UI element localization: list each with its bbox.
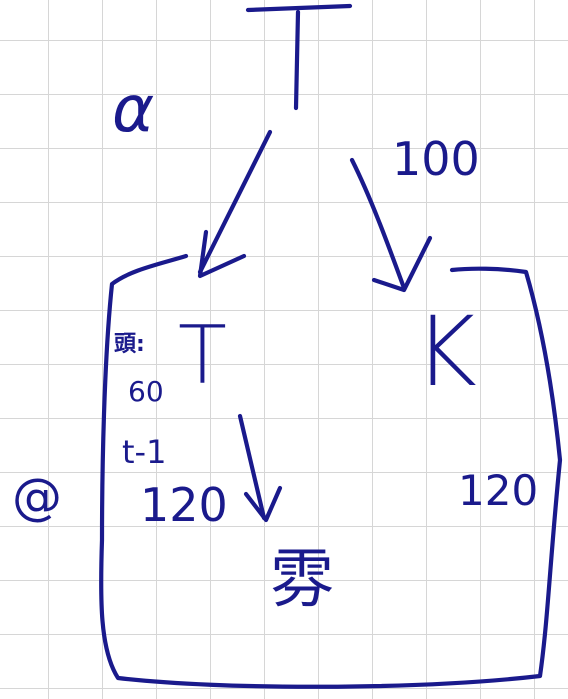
edge-weight-100: 100 xyxy=(392,132,480,186)
top-T-stem xyxy=(293,9,301,111)
arrow-left-head xyxy=(197,229,247,279)
enclosing-box xyxy=(99,253,563,689)
arrow-right-shaft xyxy=(349,157,407,291)
arrow-left-shaft xyxy=(197,129,273,275)
top-T-crossbar xyxy=(245,3,353,13)
small-kanji-note: 頭: xyxy=(114,332,145,357)
value-120-right: 120 xyxy=(458,466,539,515)
kanji-node: 雰 xyxy=(270,543,334,617)
value-120-left: 120 xyxy=(140,478,228,532)
node-K: K xyxy=(414,296,477,408)
arrow-down-head xyxy=(243,485,283,523)
node-inner-T: T xyxy=(178,309,227,402)
at-symbol: @ xyxy=(12,468,62,526)
arrow-right-head xyxy=(371,235,433,293)
arrow-down-shaft xyxy=(237,413,267,521)
alpha-label: α xyxy=(112,73,155,147)
value-60: 60 xyxy=(128,375,164,408)
t-minus-1-label: t-1 xyxy=(122,433,167,471)
